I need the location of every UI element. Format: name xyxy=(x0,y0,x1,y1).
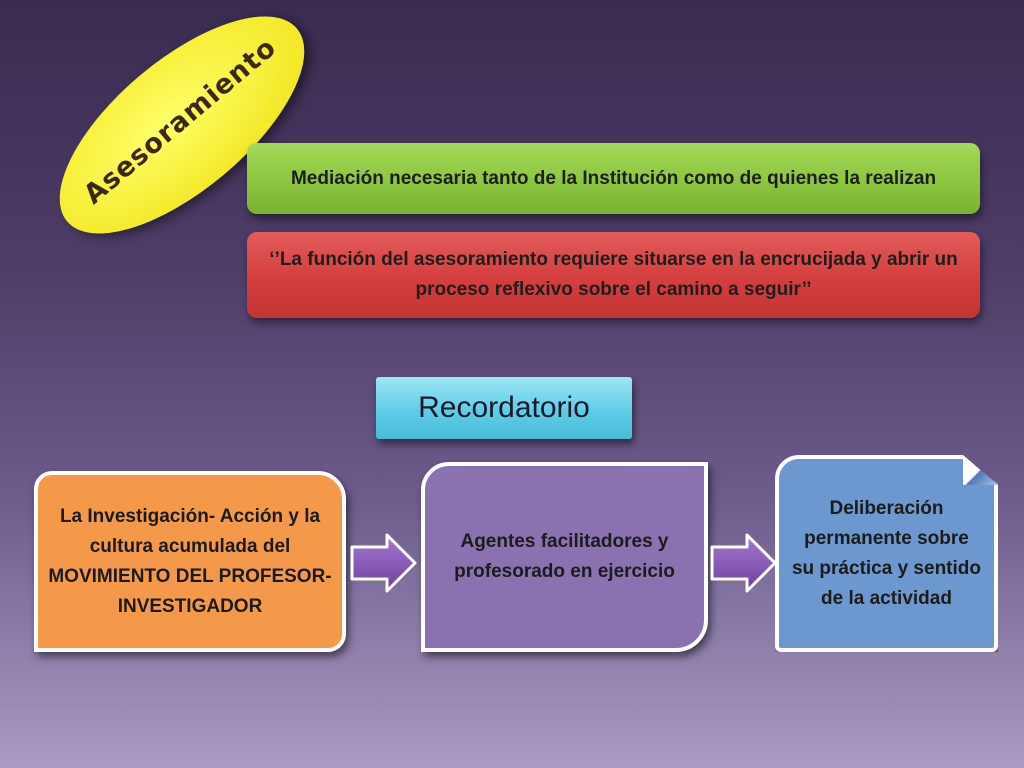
reminder-box: Recordatorio xyxy=(376,377,632,439)
page-fold-corner xyxy=(963,455,998,485)
right-arrow-icon xyxy=(710,533,777,593)
right-arrow-icon xyxy=(350,533,417,593)
flow-step-agents-text: Agentes facilitadores y profesorado en e… xyxy=(454,531,675,582)
flow-step-deliberation-text: Deliberación permanente sobre su práctic… xyxy=(791,497,981,609)
flow-step-agents: Agentes facilitadores y profesorado en e… xyxy=(421,462,708,652)
mediation-box: Mediación necesaria tanto de la Instituc… xyxy=(247,143,980,214)
flow-step-investigation: La Investigación- Acción y la cultura ac… xyxy=(34,471,346,652)
reminder-label: Recordatorio xyxy=(418,391,590,424)
mediation-text: Mediación necesaria tanto de la Instituc… xyxy=(290,167,937,189)
flow-step-deliberation: Deliberación permanente sobre su práctic… xyxy=(775,455,998,652)
quote-text: ‘’La función del asesoramiento requiere … xyxy=(269,249,958,300)
quote-box: ‘’La función del asesoramiento requiere … xyxy=(247,232,980,318)
flow-step-investigation-text: La Investigación- Acción y la cultura ac… xyxy=(48,505,332,617)
